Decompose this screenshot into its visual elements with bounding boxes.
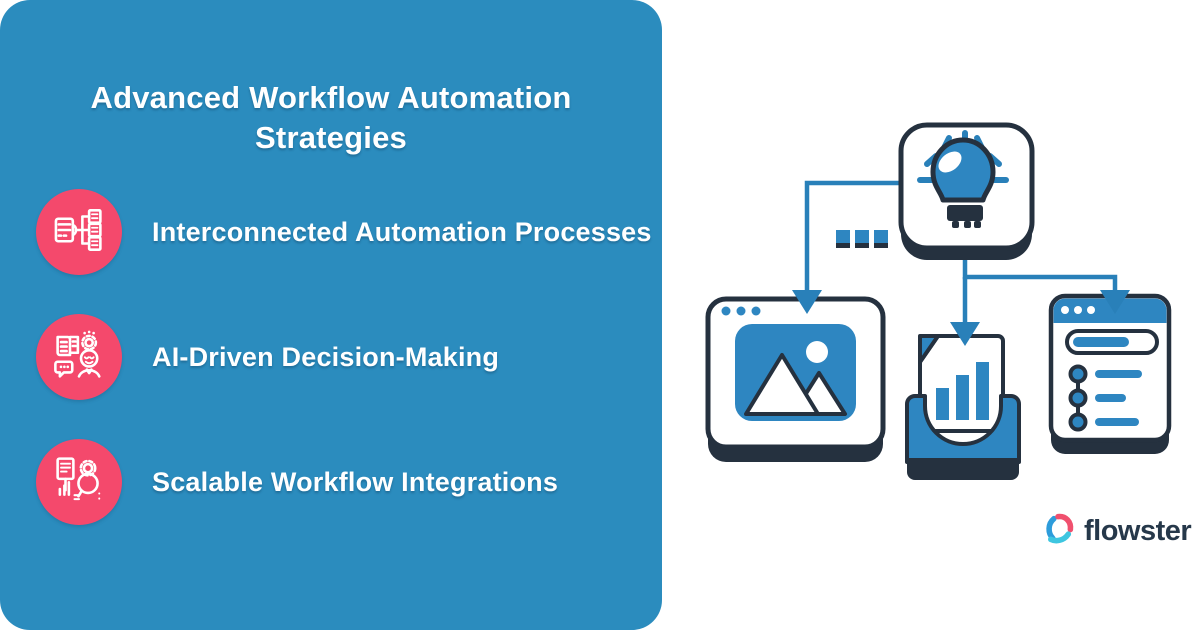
- workflow-illustration: [705, 122, 1172, 480]
- window-dots-icon: [721, 306, 761, 316]
- report-document-tray-node: [905, 334, 1021, 480]
- image-window-node: [705, 296, 886, 462]
- window-dots-icon: [1061, 306, 1095, 314]
- ellipsis-squares-icon: [836, 230, 888, 248]
- list-item-label: AI-Driven Decision-Making: [152, 341, 500, 372]
- item-badge: [36, 439, 122, 525]
- lightbulb-icon: [930, 137, 996, 228]
- item-badge: [36, 189, 122, 275]
- idea-lightbulb-node: [898, 122, 1035, 260]
- timeline-dots-icon: [1068, 364, 1088, 432]
- item-badge: [36, 314, 122, 400]
- list-item: Interconnected Automation Processes: [36, 189, 652, 275]
- analysis-magnifier-icon: [52, 453, 106, 512]
- flowster-logo-icon: [1042, 512, 1075, 550]
- info-panel: Advanced Workflow Automation Strategies …: [0, 0, 662, 630]
- brand-logo: flowster: [1042, 512, 1192, 550]
- image-placeholder-icon: [744, 341, 847, 416]
- page-title: Advanced Workflow Automation Strategies: [90, 80, 572, 155]
- connector-lines: [804, 180, 1118, 328]
- list-item-label: Scalable Workflow Integrations: [152, 466, 559, 497]
- bar-chart-icon: [936, 362, 989, 420]
- brand-wordmark: flowster: [1084, 514, 1192, 547]
- task-list-window-node: [1048, 293, 1172, 454]
- ai-assistant-icon: [52, 328, 106, 387]
- list-item: AI-Driven Decision-Making: [36, 314, 499, 400]
- list-item-label: Interconnected Automation Processes: [152, 216, 652, 247]
- arrowheads: [792, 290, 1130, 346]
- list-item: Scalable Workflow Integrations: [36, 439, 558, 525]
- connected-documents-icon: [52, 203, 106, 262]
- list-lines-icon: [1095, 370, 1142, 426]
